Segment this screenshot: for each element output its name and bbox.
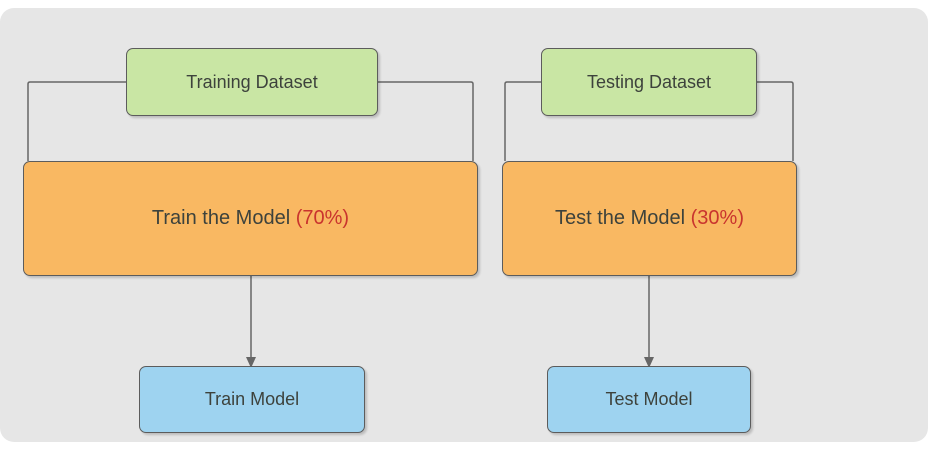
test-model-result-node: Test Model — [547, 366, 751, 433]
test-percent-text: (30%) — [690, 207, 744, 229]
arrow-train-head-icon — [246, 357, 256, 368]
train-process-text: Train the Model — [151, 207, 296, 229]
testing-dataset-node: Testing Dataset — [541, 48, 757, 116]
train-process-label: Train the Model (70%) — [152, 207, 349, 230]
training-dataset-node: Training Dataset — [126, 48, 378, 116]
arrow-test-head-icon — [644, 357, 654, 368]
test-model-process-node: Test the Model (30%) — [502, 161, 797, 276]
train-result-label: Train Model — [204, 389, 300, 409]
train-model-result-node: Train Model — [139, 366, 365, 433]
connector-testing-left-elbow — [504, 81, 541, 161]
test-process-text: Test the Model — [555, 207, 691, 229]
train-model-process-node: Train the Model (70%) — [23, 161, 478, 276]
connector-training-left-elbow — [27, 81, 126, 161]
testing-dataset-label: Testing Dataset — [586, 71, 712, 92]
test-process-label: Test the Model (30%) — [555, 207, 744, 230]
test-result-label: Test Model — [605, 389, 693, 409]
train-percent-text: (70%) — [295, 207, 350, 229]
connector-testing-right-elbow — [757, 81, 794, 161]
connector-training-right-elbow — [378, 81, 474, 161]
training-dataset-label: Training Dataset — [186, 71, 318, 92]
